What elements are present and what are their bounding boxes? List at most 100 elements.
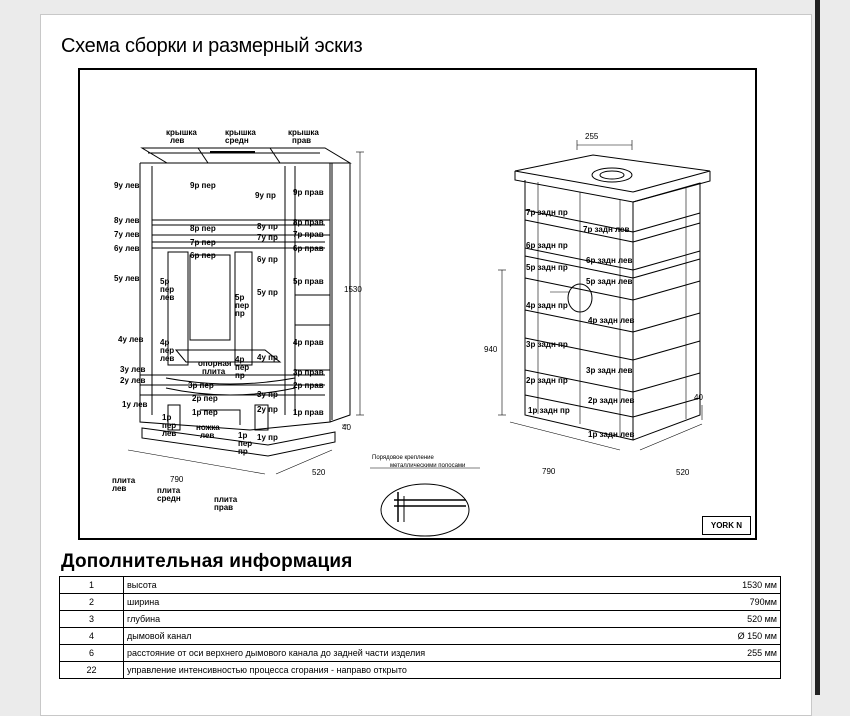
svg-text:40: 40 [694, 393, 703, 402]
svg-text:9у лев: 9у лев [114, 181, 140, 190]
svg-text:6р прав: 6р прав [293, 244, 324, 253]
svg-text:5р: 5р [235, 293, 244, 302]
model-label: YORK N [701, 516, 751, 535]
svg-text:пер: пер [162, 421, 176, 430]
assembly-diagram-frame: крышка лев крышка средн крышка прав 9у л… [78, 68, 757, 540]
svg-text:1р: 1р [162, 413, 171, 422]
page-title: Схема сборки и размерный эскиз [61, 35, 363, 57]
window-edge [815, 0, 820, 695]
front-stove-drawing [127, 147, 364, 475]
cell-val: Ø 150 мм [694, 627, 781, 645]
svg-text:7р прав: 7р прав [293, 230, 324, 239]
svg-text:Порядовое крепление: Порядовое крепление [372, 455, 435, 461]
cell-desc: расстояние от оси верхнего дымового кана… [123, 644, 694, 662]
svg-text:лев: лев [160, 293, 174, 302]
svg-text:8р прав: 8р прав [293, 218, 324, 227]
svg-text:940: 940 [484, 345, 498, 354]
svg-text:1530: 1530 [344, 285, 362, 294]
svg-text:9р прав: 9р прав [293, 188, 324, 197]
svg-text:пр: пр [235, 371, 245, 380]
svg-text:1р задн пр: 1р задн пр [528, 406, 570, 415]
svg-text:плита: плита [214, 495, 238, 504]
svg-text:пр: пр [235, 309, 245, 318]
svg-text:8р пер: 8р пер [190, 224, 216, 233]
cell-desc: ширина [123, 593, 694, 611]
cell-num: 2 [59, 593, 124, 611]
svg-text:опорная: опорная [198, 359, 232, 368]
cell-val [694, 661, 781, 679]
cell-num: 6 [59, 644, 124, 662]
svg-text:4р задн пр: 4р задн пр [526, 301, 568, 310]
svg-text:крышка: крышка [166, 128, 197, 137]
svg-text:520: 520 [676, 468, 690, 477]
cell-val: 1530 мм [694, 576, 781, 594]
svg-text:прав: прав [214, 503, 233, 512]
back-stove-labels: 255 7р задн пр 7р задн лев 6р задн пр 6р… [484, 132, 703, 477]
svg-text:ножка: ножка [196, 423, 220, 432]
svg-text:пер: пер [238, 439, 252, 448]
svg-text:7у пр: 7у пр [257, 233, 278, 242]
svg-text:крышка: крышка [288, 128, 319, 137]
svg-text:пер: пер [160, 346, 174, 355]
svg-text:пр: пр [238, 447, 248, 456]
svg-text:5р: 5р [160, 277, 169, 286]
svg-text:лев: лев [160, 354, 174, 363]
svg-text:4у лев: 4у лев [118, 335, 144, 344]
svg-text:4р прав: 4р прав [293, 338, 324, 347]
svg-text:плита: плита [202, 367, 226, 376]
svg-text:9у пр: 9у пр [255, 191, 276, 200]
svg-text:6р задн пр: 6р задн пр [526, 241, 568, 250]
svg-text:7р задн пр: 7р задн пр [526, 208, 568, 217]
svg-text:2р задн пр: 2р задн пр [526, 376, 568, 385]
cell-desc: управление интенсивностью процесса сгора… [123, 661, 694, 679]
svg-text:1у пр: 1у пр [257, 433, 278, 442]
svg-text:лев: лев [112, 484, 126, 493]
svg-text:8у лев: 8у лев [114, 216, 140, 225]
svg-text:средн: средн [157, 494, 181, 503]
svg-text:5у лев: 5у лев [114, 274, 140, 283]
svg-text:средн: средн [225, 136, 249, 145]
front-stove-labels: крышка лев крышка средн крышка прав 9у л… [112, 128, 362, 512]
svg-text:лев: лев [162, 429, 176, 438]
svg-text:4р задн лев: 4р задн лев [588, 316, 634, 325]
svg-text:плита: плита [112, 476, 136, 485]
svg-text:5р задн пр: 5р задн пр [526, 263, 568, 272]
svg-text:4р: 4р [160, 338, 169, 347]
cell-desc: дымовой канал [123, 627, 694, 645]
svg-text:255: 255 [585, 132, 599, 141]
svg-text:пер: пер [160, 285, 174, 294]
svg-text:5р прав: 5р прав [293, 277, 324, 286]
svg-text:2у пр: 2у пр [257, 405, 278, 414]
svg-text:пер: пер [235, 301, 249, 310]
svg-text:2р пер: 2р пер [192, 394, 218, 403]
svg-text:металлическими полосами: металлическими полосами [390, 463, 465, 469]
svg-text:790: 790 [542, 467, 556, 476]
svg-text:3р задн пр: 3р задн пр [526, 340, 568, 349]
svg-text:5р задн лев: 5р задн лев [586, 277, 632, 286]
document-page: Схема сборки и размерный эскиз [40, 14, 812, 716]
svg-text:7р пер: 7р пер [190, 238, 216, 247]
cell-val: 255 мм [694, 644, 781, 662]
svg-text:3р задн лев: 3р задн лев [586, 366, 632, 375]
svg-text:5у пр: 5у пр [257, 288, 278, 297]
svg-text:прав: прав [292, 136, 311, 145]
svg-text:4у пр: 4у пр [257, 353, 278, 362]
svg-text:40: 40 [342, 423, 351, 432]
svg-text:6у пр: 6у пр [257, 255, 278, 264]
svg-text:1р задн лев: 1р задн лев [588, 430, 634, 439]
svg-text:9р пер: 9р пер [190, 181, 216, 190]
svg-text:плита: плита [157, 486, 181, 495]
assembly-diagram: крышка лев крышка средн крышка прав 9у л… [112, 128, 711, 537]
cell-val: 790мм [694, 593, 781, 611]
svg-text:пер: пер [235, 363, 249, 372]
svg-text:3у пр: 3у пр [257, 390, 278, 399]
back-stove-drawing [498, 140, 711, 451]
svg-text:крышка: крышка [225, 128, 256, 137]
section-title: Дополнительная информация [61, 551, 353, 572]
svg-text:7у лев: 7у лев [114, 230, 140, 239]
fastening-detail [370, 467, 480, 537]
